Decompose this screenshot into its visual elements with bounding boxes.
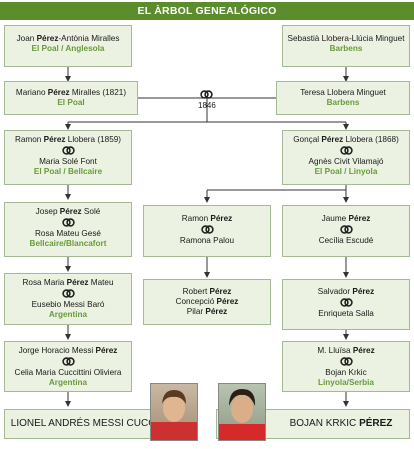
person-box-m-lluisa-perez: M. Lluïsa Pérez Bojan Krkic Linyola/Serb… bbox=[282, 341, 410, 392]
person-box-teresa-llobera: Teresa Llobera Minguet Barbens bbox=[276, 81, 410, 115]
wedding-rings-icon bbox=[61, 357, 75, 366]
bojan-photo bbox=[218, 383, 266, 441]
person-box-goncal-perez: Gonçal Pérez Llobera (1868) Agnès Civit … bbox=[282, 130, 410, 185]
person-box-mariano-perez: Mariano Pérez Miralles (1821) El Poal bbox=[4, 81, 138, 115]
person-box-ramon-perez: Ramon Pérez Ramona Palou bbox=[143, 205, 271, 257]
wedding-rings-icon bbox=[200, 90, 214, 99]
messi-photo bbox=[150, 383, 198, 441]
person-box-ramon-perez-llobera: Ramon Pérez Llobera (1859) Maria Solé Fo… bbox=[4, 130, 132, 185]
page-title: EL ÀRBOL GENEALÓGICO bbox=[0, 2, 414, 20]
person-box-sebastia-llobera: Sebastià Llobera-Llúcia Minguet Barbens bbox=[282, 25, 410, 67]
marriage-year: 1846 bbox=[198, 89, 216, 110]
wedding-rings-icon bbox=[200, 225, 214, 234]
portrait-image bbox=[219, 389, 265, 440]
person-box-josep-perez: Josep Pérez Solé Rosa Mateu Gesé Bellcai… bbox=[4, 202, 132, 257]
person-box-salvador-perez: Salvador Pérez Enriqueta Salla bbox=[282, 279, 410, 330]
person-box-jaume-perez: Jaume Pérez Cecília Escudé bbox=[282, 205, 410, 257]
wedding-rings-icon bbox=[61, 289, 75, 298]
portrait-image bbox=[151, 390, 197, 440]
wedding-rings-icon bbox=[339, 146, 353, 155]
wedding-rings-icon bbox=[339, 225, 353, 234]
person-box-jorge-horacio-messi: Jorge Horacio Messi Pérez Celia Maria Cu… bbox=[4, 341, 132, 392]
person-box-joan-perez: Joan Pérez-Antònia Miralles El Poal / An… bbox=[4, 25, 132, 67]
person-box-robert-concepcio-pilar: Robert Pérez Concepció Pérez Pilar Pérez bbox=[143, 279, 271, 325]
wedding-rings-icon bbox=[61, 146, 75, 155]
wedding-rings-icon bbox=[339, 298, 353, 307]
wedding-rings-icon bbox=[61, 218, 75, 227]
person-box-rosa-maria-perez: Rosa Maria Pérez Mateu Eusebio Messi Bar… bbox=[4, 273, 132, 325]
wedding-rings-icon bbox=[339, 357, 353, 366]
